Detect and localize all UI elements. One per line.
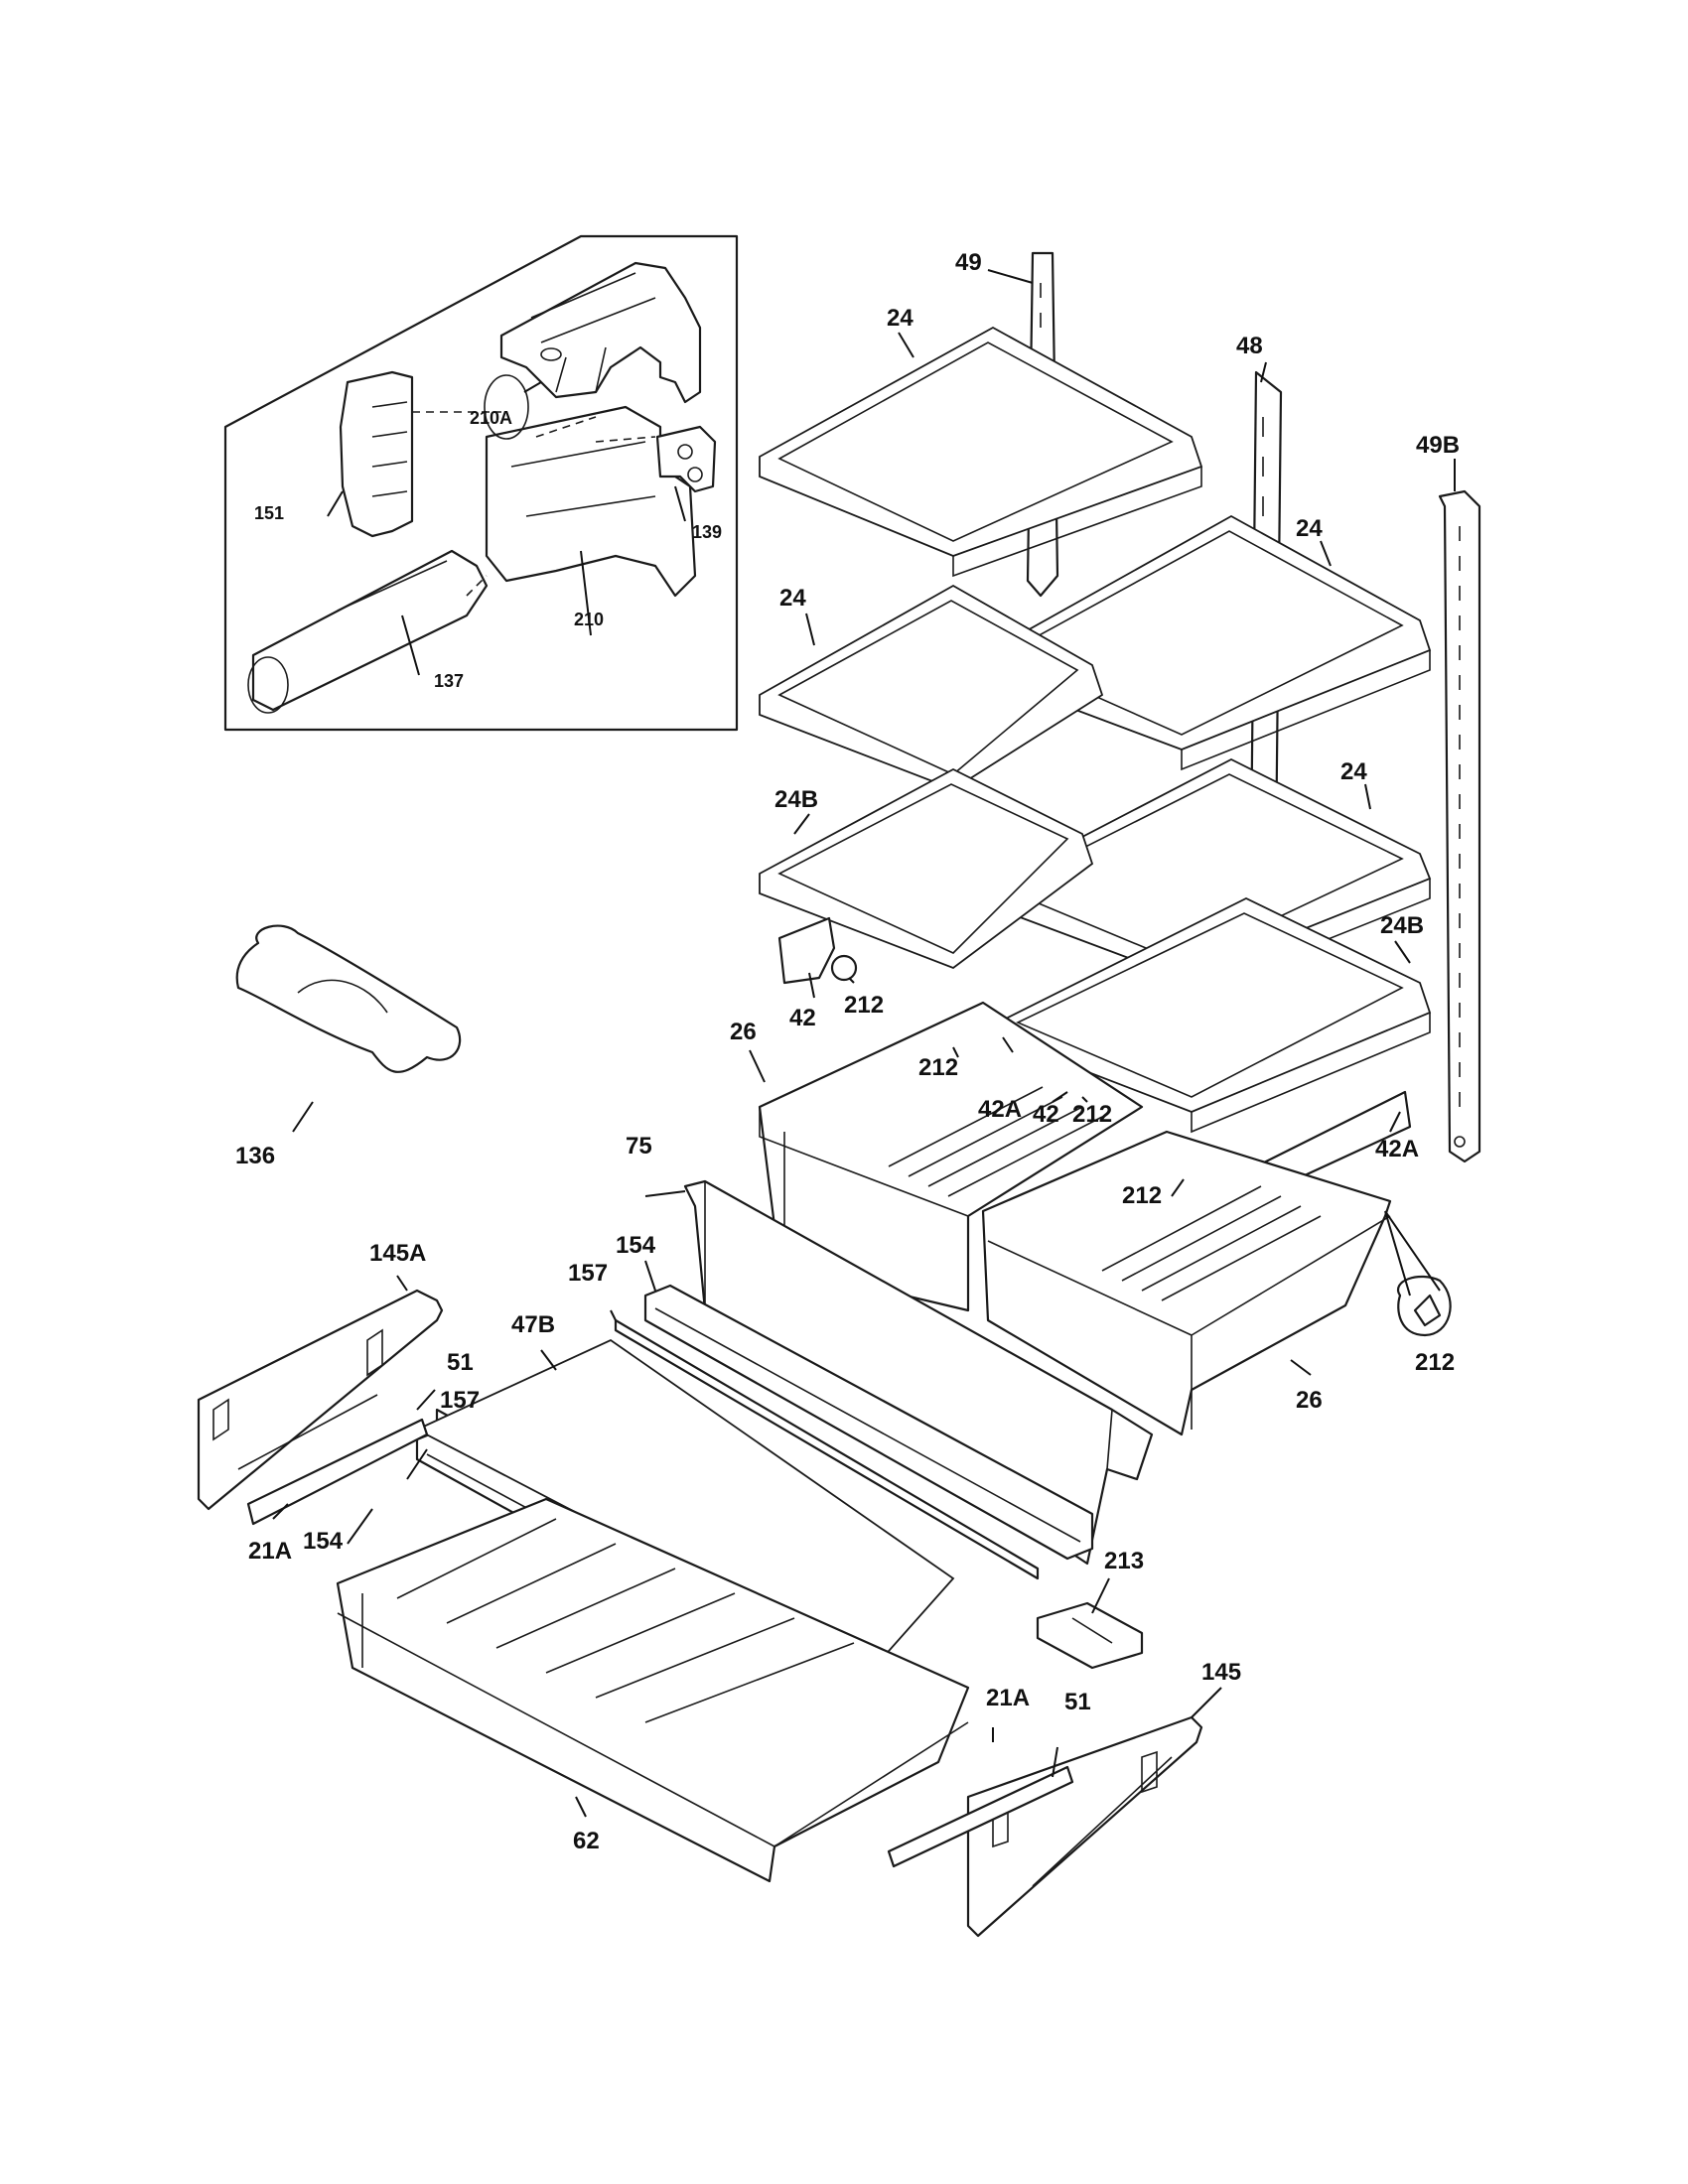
callout-24B-right: 24B (1380, 912, 1424, 939)
callout-24-left: 24 (779, 585, 806, 612)
barrier-75 (683, 1179, 1154, 1566)
callout-24-top: 24 (887, 305, 914, 332)
part-213 (1036, 1601, 1144, 1670)
callout-136: 136 (235, 1143, 275, 1169)
callout-48: 48 (1236, 333, 1263, 359)
callout-212-d: 212 (1122, 1182, 1162, 1209)
callout-145A: 145A (369, 1240, 426, 1267)
callout-42A-b: 42A (1375, 1136, 1419, 1162)
callout-137: 137 (434, 671, 464, 691)
callout-151: 151 (254, 503, 284, 523)
callout-26-left: 26 (730, 1019, 757, 1045)
callout-21A-left: 21A (248, 1538, 292, 1565)
callout-49B: 49B (1416, 432, 1460, 459)
callout-24B-left: 24B (774, 786, 818, 813)
leader-lines (272, 269, 1456, 1818)
part-callouts: 49 24 48 49B 24 24 24 24B 24B 42 212 26 … (235, 249, 1460, 1854)
flip-cover-136 (235, 924, 462, 1073)
water-filter-inset (223, 234, 739, 732)
callout-24-right-top: 24 (1296, 515, 1323, 542)
callout-49: 49 (955, 249, 982, 276)
callout-42-left: 42 (789, 1005, 816, 1031)
filter-housing-top (499, 261, 702, 404)
callout-62: 62 (573, 1828, 600, 1854)
callout-42-mid: 42 (1033, 1101, 1059, 1128)
side-panels (197, 1289, 1203, 1938)
callout-21A-right: 21A (986, 1685, 1030, 1711)
glass-shelves (759, 326, 1432, 1134)
callout-24-right: 24 (1340, 758, 1367, 785)
filter-valve (655, 425, 717, 493)
callout-212-b: 212 (918, 1054, 958, 1081)
callout-47B: 47B (511, 1311, 555, 1338)
callout-210A: 210A (470, 408, 512, 428)
crisper-drawers (758, 1001, 1392, 1436)
callout-42A-a: 42A (978, 1096, 1022, 1123)
callout-51-right: 51 (1064, 1689, 1091, 1715)
callout-51-left: 51 (447, 1349, 474, 1376)
filter-head (484, 374, 697, 598)
pantry-drawer-62 (336, 1497, 970, 1883)
callout-212-a: 212 (844, 992, 884, 1019)
callout-75: 75 (626, 1133, 652, 1160)
callout-210: 210 (574, 610, 604, 629)
callout-212-c: 212 (1072, 1101, 1112, 1128)
callout-26-right: 26 (1296, 1387, 1323, 1414)
callout-212-e: 212 (1415, 1349, 1455, 1376)
filter-cartridge (247, 549, 489, 714)
callout-157-bottom: 157 (440, 1387, 480, 1414)
callout-154-top: 154 (616, 1232, 656, 1259)
callout-145: 145 (1201, 1659, 1241, 1686)
filter-cover (339, 370, 414, 538)
callout-154-bottom: 154 (303, 1528, 344, 1555)
callout-157-top: 157 (568, 1260, 608, 1287)
callout-213: 213 (1104, 1548, 1144, 1574)
callout-139: 139 (692, 522, 722, 542)
